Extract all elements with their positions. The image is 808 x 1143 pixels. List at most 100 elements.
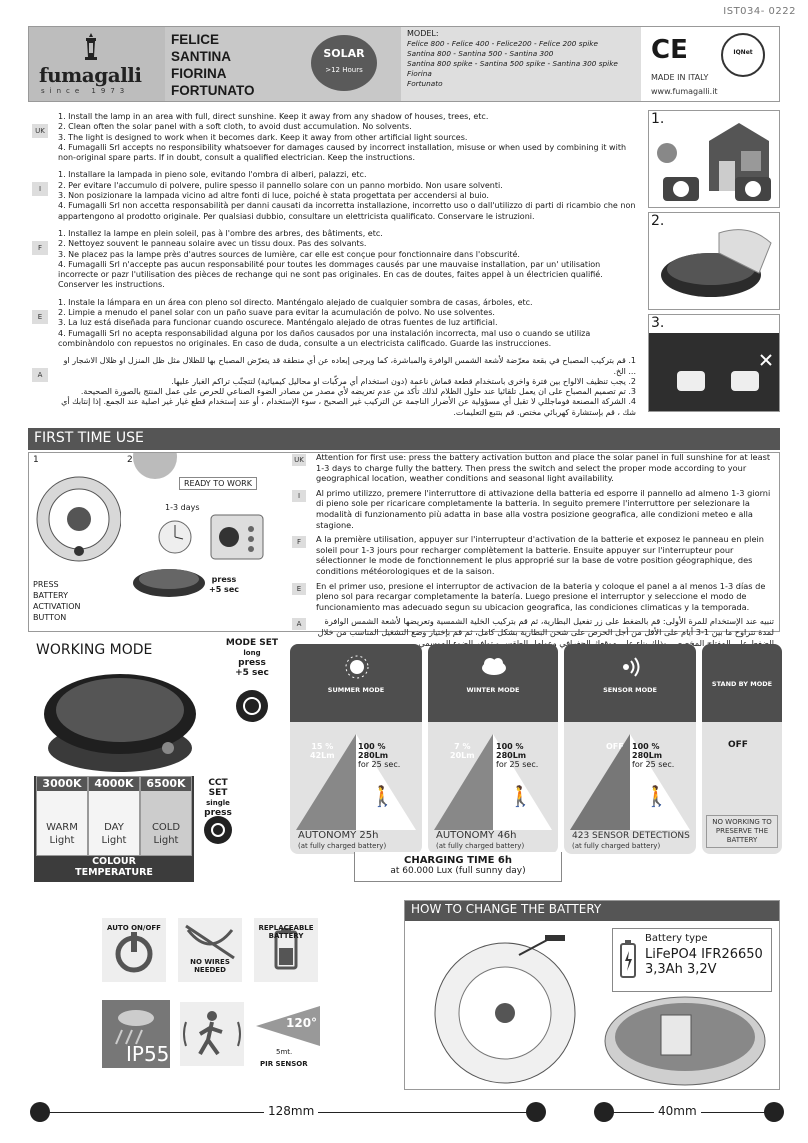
colour-temperature-label: COLOUR TEMPERATURE bbox=[34, 856, 194, 878]
cct-set-line: press bbox=[204, 808, 232, 818]
instruction-line: 3. Non posizionare la lampada vicino ad … bbox=[58, 191, 489, 201]
battery-type-label: Battery type bbox=[645, 933, 708, 944]
instruction-line: 2. Limpie a menudo el panel solar con un… bbox=[58, 308, 495, 318]
cct-set: CCT SET single press bbox=[198, 778, 238, 818]
mode-footer: AUTONOMY 25h(at fully charged battery) bbox=[298, 830, 386, 850]
low-pct: OFF bbox=[606, 742, 624, 751]
low-pct: 15 % bbox=[311, 742, 334, 751]
crosshair-icon bbox=[30, 1102, 50, 1122]
certification-cell: CE IQNet MADE IN ITALY www.fumagalli.it bbox=[641, 27, 779, 101]
high-pct: 100 % bbox=[632, 742, 660, 751]
lang-tag: E bbox=[32, 309, 48, 324]
feature-pir: 120° 5mt. PIR SENSOR bbox=[256, 1006, 320, 1068]
model-title: MODEL: bbox=[407, 29, 439, 38]
product-name: FIORINA bbox=[171, 66, 227, 81]
battery-change-box: HOW TO CHANGE THE BATTERY bbox=[404, 900, 780, 1090]
light-cone bbox=[434, 734, 552, 830]
cloud-icon bbox=[482, 658, 506, 675]
walking-person-icon: 🚶 bbox=[644, 784, 669, 808]
ce-mark: CE bbox=[651, 35, 688, 65]
instruction-line: 1. Installez la lampe en plein soleil, p… bbox=[58, 228, 383, 238]
feature-label: AUTO ON/OFF bbox=[107, 924, 161, 932]
iqnet-seal: IQNet bbox=[721, 33, 765, 77]
lamp-top-icon bbox=[133, 569, 205, 597]
step-2-illustration: 2. bbox=[648, 212, 780, 310]
days-label: 1-3 days bbox=[165, 503, 200, 512]
charging-title: CHARGING TIME 6h bbox=[403, 855, 513, 866]
step-1-illustration: 1. bbox=[648, 110, 780, 208]
autonomy: AUTONOMY 25h bbox=[298, 830, 379, 841]
step-number: 2. bbox=[651, 213, 665, 229]
first-time-text: تنبيه عند الإستخدام للمرة الأولى: قم بال… bbox=[317, 616, 774, 648]
duration: for 25 sec. bbox=[632, 760, 675, 769]
battery-info: Battery type LiFePO4 IFR26650 3,3Ah 3,2V bbox=[612, 928, 772, 992]
instruction-line: 3. Ne placez pas la lampe près d'autres … bbox=[58, 249, 520, 259]
lamp-underside-icon bbox=[36, 476, 121, 562]
switch-panel-icon bbox=[210, 514, 264, 560]
instruction-line: 1. قم بتركيب المصباح في بقعة معرّضة لأشع… bbox=[63, 356, 636, 376]
lang-tag: A bbox=[32, 368, 48, 383]
battery-spec: 3,3Ah 3,2V bbox=[645, 962, 717, 977]
cct-sub: Light bbox=[49, 835, 75, 846]
press-battery-line: PRESS bbox=[33, 580, 59, 589]
press-battery-line: ACTIVATION bbox=[33, 602, 81, 611]
crosshair-icon bbox=[526, 1102, 546, 1122]
mode-set-line: long bbox=[243, 649, 261, 657]
cct-name: DAY bbox=[104, 822, 124, 833]
model-line: Santina 800 spike - Santina 500 spike - … bbox=[407, 59, 618, 68]
working-mode-title: WORKING MODE bbox=[36, 642, 153, 658]
mode-name: WINTER MODE bbox=[428, 644, 558, 722]
lang-tag: I bbox=[32, 182, 48, 197]
lang-tag: I bbox=[292, 489, 306, 502]
mode-set: MODE SET long press +5 sec bbox=[224, 638, 280, 678]
step-number: 1. bbox=[651, 111, 665, 127]
lang-tag: F bbox=[32, 240, 48, 255]
first-time-text: Al primo utilizzo, premere l'interruttor… bbox=[316, 487, 771, 530]
night-lamp-icon bbox=[649, 333, 779, 411]
instruction-line: 4. Fumagalli Srl no acepta responsabilid… bbox=[58, 328, 591, 348]
brand-logo: fumagalli since 1973 bbox=[29, 27, 165, 101]
model-line: Fortunato bbox=[407, 79, 443, 88]
crosshair-icon bbox=[764, 1102, 784, 1122]
light-cone bbox=[296, 734, 416, 830]
section-title: HOW TO CHANGE THE BATTERY bbox=[411, 902, 602, 916]
model-line: Felice 800 - Felice 400 - Felice200 - Fe… bbox=[407, 39, 598, 48]
instruction-line: 1. Instale la lámpara en un área con ple… bbox=[58, 297, 533, 307]
mode-footer: AUTONOMY 46h(at fully charged battery) bbox=[436, 830, 524, 850]
cct-set-line: single bbox=[206, 799, 230, 807]
low-output: 7 %20Lm bbox=[450, 742, 475, 760]
battery-icon bbox=[620, 940, 636, 978]
clock-icon bbox=[158, 520, 192, 554]
mode-set-title: MODE SET bbox=[225, 638, 279, 648]
autonomy-sub: (at fully charged battery) bbox=[572, 842, 661, 850]
instruction-line: 4. الشركة المصنعة فوماجللي لا تقبل أي مس… bbox=[61, 397, 636, 417]
battery-change-header: HOW TO CHANGE THE BATTERY bbox=[405, 901, 779, 921]
instruction-line: 4. Fumagalli Srl non accetta responsabil… bbox=[58, 201, 636, 221]
charging-time: CHARGING TIME 6h at 60.000 Lux (full sun… bbox=[354, 852, 562, 882]
instruction-block-uk: UK 1. Install the lamp in an area with f… bbox=[28, 112, 636, 163]
low-pct: OFF bbox=[728, 740, 748, 750]
mode-name: SUMMER MODE bbox=[290, 644, 422, 722]
lang-tag: E bbox=[292, 582, 306, 595]
cct-set-title: CCT SET bbox=[208, 778, 228, 798]
cct-label-line: TEMPERATURE bbox=[75, 867, 153, 878]
first-time-text: Attention for first use: press the batte… bbox=[316, 452, 771, 484]
cct-sub: Light bbox=[101, 835, 127, 846]
first-time-text: En el primer uso, presione el interrupto… bbox=[316, 580, 766, 612]
pir-icon bbox=[256, 1006, 320, 1046]
product-names: FELICE SANTINA FIORINA FORTUNATO bbox=[165, 27, 281, 101]
duration: for 25 sec. bbox=[358, 760, 401, 769]
lang-tag: UK bbox=[32, 124, 48, 138]
mode-footer: 423 SENSOR DETECTIONS(at fully charged b… bbox=[572, 831, 690, 850]
high-lm: 280Lm bbox=[632, 751, 663, 760]
standby-note: NO WORKING TO PRESERVE THE BATTERY bbox=[706, 815, 778, 848]
solar-hours: >12 Hours bbox=[325, 66, 363, 74]
first-time-text-es: E En el primer uso, presione el interrupt… bbox=[292, 580, 774, 613]
mode-set-line: +5 sec bbox=[235, 668, 269, 678]
low-output: 15 %42Lm bbox=[310, 742, 335, 760]
battery-replace-illustration bbox=[604, 996, 766, 1086]
cct-button-icon bbox=[204, 816, 232, 844]
